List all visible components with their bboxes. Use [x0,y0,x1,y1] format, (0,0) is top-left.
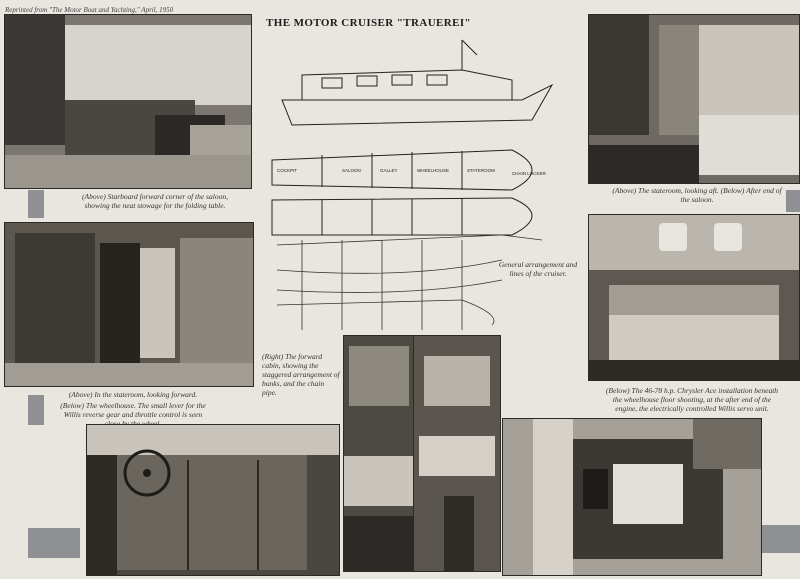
saloon-photo [4,14,252,189]
stateroom-forward-caption: (Above) In the stateroom, looking forwar… [68,390,198,399]
stateroom-forward-photo [4,222,254,387]
forward-cabin-caption: (Right) The forward cabin, showing the s… [262,352,340,397]
stateroom-caption: (Above) The stateroom, looking aft. (Bel… [612,186,782,204]
plan-label-cockpit: COCKPIT [277,168,297,173]
article-title: THE MOTOR CRUISER "TRAUEREI" [266,17,472,29]
saloon-after-photo [588,214,800,381]
arrangement-caption: General arrangement and lines of the cru… [498,260,578,278]
plan-label-galley: GALLEY [380,168,398,173]
plan-label-wheelhouse: WHEELHOUSE [417,168,449,173]
forward-cabin-photo-left [343,335,415,572]
plan-label-chain-locker: CHAIN LOCKER [512,171,547,176]
grey-block [28,395,44,425]
grey-block [762,525,800,553]
wheelhouse-caption: (Below) The wheelhouse. The small lever … [60,401,206,428]
wheelhouse-photo [86,424,340,576]
reprint-note: Reprinted from "The Motor Boat and Yacht… [5,6,174,14]
general-arrangement-plans: CHAIN LOCKER SALOON GALLEY WHEELHOUSE ST… [262,30,562,335]
engine-caption: (Below) The 46-78 h.p. Chrysler Ace inst… [605,386,779,413]
grey-block [28,528,80,558]
plan-label-saloon: SALOON [342,168,361,173]
saloon-caption: (Above) Starboard forward corner of the … [82,192,228,210]
grey-block [28,190,44,218]
stateroom-aft-photo [588,14,800,184]
engine-photo [502,418,762,576]
forward-cabin-photo-right [413,335,501,572]
plan-label-stateroom: STATEROOM [467,168,495,173]
grey-block [786,190,800,212]
